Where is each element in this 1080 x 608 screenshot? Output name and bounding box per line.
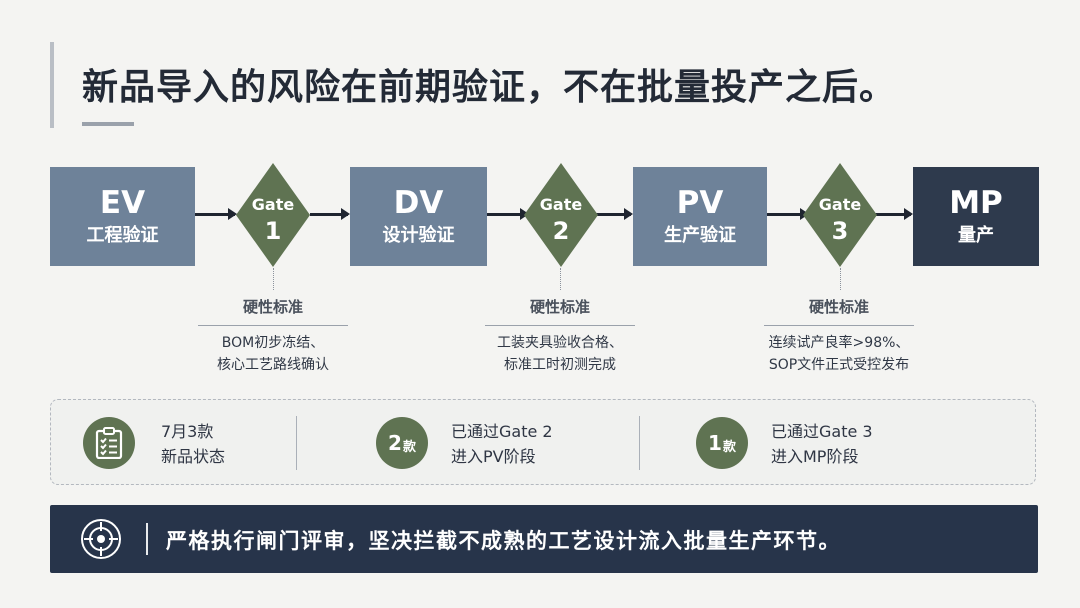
banner-separator [146,523,148,555]
standard-title: 硬性标准 [529,298,590,316]
status-item-gate3: 已通过Gate 3 进入MP阶段 [771,419,873,469]
stage-name: 工程验证 [86,224,159,246]
stage-name: 生产验证 [664,224,736,246]
gate-connector [273,268,274,290]
flow-arrow [310,208,350,220]
count-number: 2 [388,431,402,455]
standard-line: BOM初步冻结、 [221,335,325,351]
gate-2-standard: 硬性标准 工装夹具验收合格、 标准工时初测完成 [460,296,660,376]
flow-arrow [487,208,529,220]
gate-3-diamond: Gate 3 [803,163,877,267]
standard-line: 标准工时初测完成 [504,357,616,373]
count-unit: 款 [402,439,416,455]
standard-line: SOP文件正式受控发布 [768,357,910,373]
flow-arrow [767,208,809,220]
gate-3-standard: 硬性标准 连续试产良率>98%、 SOP文件正式受控发布 [739,296,939,376]
status-line: 7月3款 [161,422,214,441]
stage-code: PV [676,184,724,221]
status-line: 已通过Gate 2 [451,422,553,441]
standard-divider [198,325,348,326]
gate-number: 1 [264,217,282,245]
status-divider [296,416,297,470]
stage-code: MP [949,184,1003,221]
page-title: 新品导入的风险在前期验证，不在批量投产之后。 [82,67,897,108]
status-line: 进入MP阶段 [771,447,859,466]
gate-number: 3 [831,217,849,245]
gate-label: Gate [818,195,862,214]
gate-1-standard: 硬性标准 BOM初步冻结、 核心工艺路线确认 [173,296,373,376]
conclusion-banner: 严格执行闸门评审，坚决拦截不成熟的工艺设计流入批量生产环节。 [50,505,1038,573]
standard-divider [764,325,914,326]
status-item-gate2: 已通过Gate 2 进入PV阶段 [451,419,553,469]
banner-text: 严格执行闸门评审，坚决拦截不成熟的工艺设计流入批量生产环节。 [166,529,841,553]
status-item-new-products: 7月3款 新品状态 [161,419,225,469]
stage-code: EV [99,184,146,221]
gate-1-diamond: Gate 1 [236,163,310,267]
standard-title: 硬性标准 [242,298,303,316]
count-number: 1 [708,431,722,455]
flow-arrow [594,208,633,220]
gate-2-diamond: Gate 2 [524,163,598,267]
flow-arrow [874,208,913,220]
stage-dv: DV 设计验证 [350,167,487,266]
gate-connector [840,268,841,290]
stage-name: 量产 [958,224,994,246]
standard-divider [485,325,635,326]
status-line: 已通过Gate 3 [771,422,873,441]
gate-connector [560,268,561,290]
gate-number: 2 [552,217,570,245]
title-accent-bar [50,42,54,128]
stage-pv: PV 生产验证 [633,167,767,266]
standard-title: 硬性标准 [808,298,869,316]
standard-line: 工装夹具验收合格、 [497,335,623,351]
status-line: 新品状态 [161,447,226,466]
flow-arrow [195,208,237,220]
stage-mp: MP 量产 [913,167,1039,266]
status-line: 进入PV阶段 [451,447,536,466]
status-divider [639,416,640,470]
stage-ev: EV 工程验证 [50,167,195,266]
clipboard-icon [83,417,135,469]
gate-label: Gate [539,195,583,214]
stage-name: 设计验证 [382,224,455,246]
gate-label: Gate [251,195,295,214]
count-unit: 款 [722,439,736,455]
title-underline [82,122,134,126]
target-icon [81,519,121,559]
standard-line: 核心工艺路线确认 [217,357,329,373]
stage-code: DV [393,184,444,221]
standard-line: 连续试产良率>98%、 [768,335,910,351]
